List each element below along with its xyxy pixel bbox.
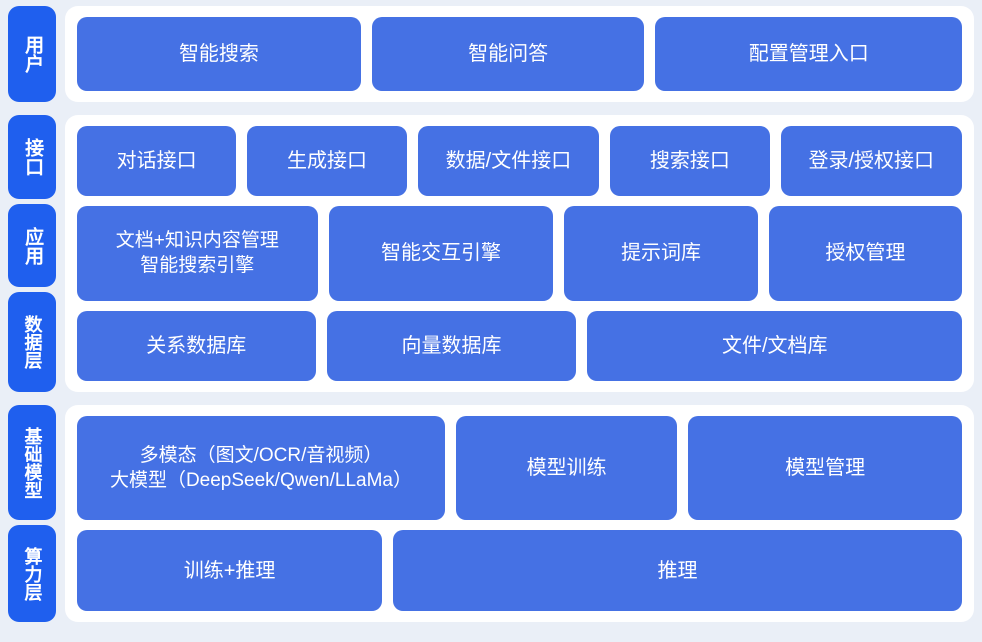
row-compute: 训练+推理 推理: [77, 530, 962, 612]
section-users-label-column: 用户: [8, 6, 56, 102]
layer-label-application: 应用: [8, 203, 56, 288]
row-user-entries: 智能搜索 智能问答 配置管理入口: [77, 17, 962, 91]
box-smart-search[interactable]: 智能搜索: [77, 17, 361, 91]
box-doc-knowledge-management[interactable]: 文档+知识内容管理 智能搜索引擎: [77, 206, 318, 301]
layer-label-interface: 接口: [8, 115, 56, 199]
box-smart-qa[interactable]: 智能问答: [371, 17, 645, 91]
box-generation-api[interactable]: 生成接口: [247, 126, 407, 197]
box-data-file-api[interactable]: 数据/文件接口: [417, 126, 600, 197]
section-platform-label-column: 接口 应用 数据层: [8, 115, 56, 393]
layer-label-data: 数据层: [8, 292, 56, 393]
section-platform-panel: 对话接口 生成接口 数据/文件接口 搜索接口 登录/授权接口 文档+知识内容管理…: [65, 115, 974, 392]
box-login-auth-api[interactable]: 登录/授权接口: [780, 126, 963, 197]
layer-label-user: 用户: [8, 6, 56, 102]
box-authorization-management[interactable]: 授权管理: [768, 206, 963, 301]
box-multimodal-large-model[interactable]: 多模态（图文/OCR/音视频） 大模型（DeepSeek/Qwen/LLaMa）: [77, 416, 445, 521]
section-infrastructure-panel: 多模态（图文/OCR/音视频） 大模型（DeepSeek/Qwen/LLaMa）…: [65, 405, 974, 622]
box-prompt-library[interactable]: 提示词库: [564, 206, 758, 301]
row-interface: 对话接口 生成接口 数据/文件接口 搜索接口 登录/授权接口: [77, 126, 963, 197]
section-infrastructure-label-column: 基础模型 算力层: [8, 405, 56, 622]
row-model: 多模态（图文/OCR/音视频） 大模型（DeepSeek/Qwen/LLaMa）…: [77, 416, 962, 521]
box-training-inference[interactable]: 训练+推理: [77, 530, 383, 612]
section-platform: 接口 应用 数据层 对话接口 生成接口 数据/文件接口 搜索接口 登录/授权接口…: [8, 115, 974, 393]
section-users: 用户 智能搜索 智能问答 配置管理入口: [8, 6, 974, 102]
section-users-panel: 智能搜索 智能问答 配置管理入口: [65, 6, 974, 102]
box-inference[interactable]: 推理: [393, 530, 962, 612]
box-relational-database[interactable]: 关系数据库: [77, 310, 316, 381]
layer-label-compute: 算力层: [8, 525, 56, 622]
box-smart-interaction-engine[interactable]: 智能交互引擎: [328, 206, 554, 301]
layer-label-foundation-model: 基础模型: [8, 405, 56, 520]
box-dialog-api[interactable]: 对话接口: [77, 126, 237, 197]
box-config-management-entry[interactable]: 配置管理入口: [655, 17, 962, 91]
row-data: 关系数据库 向量数据库 文件/文档库: [77, 310, 962, 381]
section-infrastructure: 基础模型 算力层 多模态（图文/OCR/音视频） 大模型（DeepSeek/Qw…: [8, 405, 974, 622]
box-search-api[interactable]: 搜索接口: [610, 126, 770, 197]
box-vector-database[interactable]: 向量数据库: [326, 310, 577, 381]
box-model-training[interactable]: 模型训练: [455, 416, 678, 521]
box-file-document-store[interactable]: 文件/文档库: [587, 310, 962, 381]
row-application: 文档+知识内容管理 智能搜索引擎 智能交互引擎 提示词库 授权管理: [77, 206, 963, 301]
box-model-management[interactable]: 模型管理: [688, 416, 962, 521]
